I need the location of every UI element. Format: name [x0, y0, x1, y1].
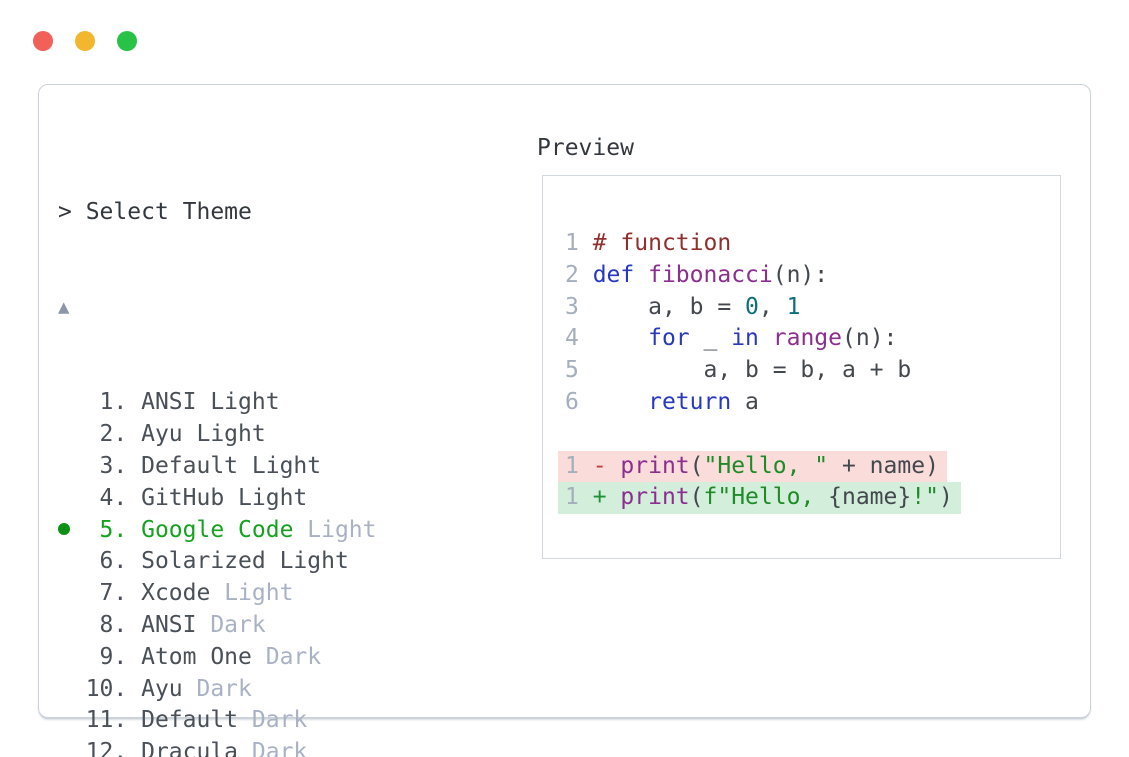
code-line: 4 for _ in range(n): — [565, 325, 898, 352]
code-line: 6 return a — [565, 388, 759, 415]
theme-item-label: ANSI Light — [141, 389, 280, 416]
code-line: 2 def fibonacci(n): — [565, 261, 829, 288]
theme-item-variant-label: Dark — [182, 675, 252, 702]
theme-item-number: 1. — [71, 389, 142, 416]
code-line: 1 # function — [565, 230, 732, 256]
traffic-lights — [33, 31, 137, 51]
theme-list: 1. ANSI Light 2. Ayu Light 3. Default Li… — [58, 387, 875, 757]
theme-item-variant-label: Light — [210, 580, 294, 607]
code-line: 5 a, b = b, a + b — [565, 357, 912, 384]
theme-item-label: GitHub Light — [141, 484, 308, 511]
theme-picker-window: > Select Theme ▲ 1. ANSI Light 2. Ayu Li… — [38, 84, 1091, 757]
code-line — [565, 419, 961, 451]
theme-item-6[interactable]: 6. Solarized Light — [58, 546, 875, 578]
prompt-icon: > — [58, 198, 86, 225]
line-number: 1 — [565, 484, 593, 511]
theme-item-number: 11. — [71, 707, 142, 734]
theme-item-label: Default — [141, 707, 239, 734]
theme-item-label: Atom One — [141, 643, 252, 670]
theme-item-number: 3. — [71, 452, 142, 479]
preview-pane: 1 # function 2 def fibonacci(n): 3 a, b = … — [542, 175, 1061, 559]
theme-item-number: 4. — [71, 484, 142, 511]
code-block: 1 # function 2 def fibonacci(n): 3 a, b = … — [558, 228, 961, 515]
theme-item-11[interactable]: 11. Default Dark — [58, 705, 875, 737]
palette-header: > Select Theme — [58, 197, 875, 229]
theme-item-label: Google Code — [141, 516, 294, 543]
theme-item-number: 10. — [71, 675, 142, 702]
theme-item-label: Dracula — [141, 739, 239, 757]
minimize-button[interactable] — [75, 31, 95, 51]
maximize-button[interactable] — [117, 31, 137, 51]
theme-item-8[interactable]: 8. ANSI Dark — [58, 610, 875, 642]
diff-line-added: 1 + print(f"Hello, {name}!") — [558, 482, 961, 515]
line-number: 5 — [565, 357, 593, 384]
theme-item-label: Xcode — [141, 580, 211, 607]
line-number: 3 — [565, 293, 593, 320]
theme-item-number: 8. — [71, 611, 142, 638]
theme-item-number: 9. — [71, 643, 142, 670]
theme-item-variant-label: Dark — [238, 739, 308, 757]
theme-item-number: 7. — [71, 580, 142, 607]
theme-item-3[interactable]: 3. Default Light — [58, 451, 875, 483]
theme-item-variant-label: Dark — [196, 611, 266, 638]
line-number: 4 — [565, 325, 593, 352]
theme-item-1[interactable]: 1. ANSI Light — [58, 387, 875, 419]
preview-label: Preview — [537, 135, 634, 161]
theme-item-label: Ayu — [141, 675, 183, 702]
theme-item-variant-label: Dark — [238, 707, 308, 734]
theme-item-label: Solarized Light — [141, 548, 349, 575]
theme-list-column: > Select Theme ▲ 1. ANSI Light 2. Ayu Li… — [58, 133, 875, 757]
theme-item-9[interactable]: 9. Atom One Dark — [58, 642, 875, 674]
scroll-up-icon[interactable]: ▲ — [58, 295, 70, 318]
line-number: 2 — [565, 261, 593, 288]
theme-item-variant-label: Light — [293, 516, 377, 543]
theme-item-12[interactable]: 12. Dracula Dark — [58, 737, 875, 757]
theme-item-10[interactable]: 10. Ayu Dark — [58, 674, 875, 706]
theme-item-number: 5. — [71, 516, 142, 543]
diff-line-removed: 1 - print("Hello, " + name) — [558, 450, 961, 483]
theme-item-number: 6. — [71, 548, 142, 575]
theme-item-label: ANSI — [141, 611, 197, 638]
theme-item-variant-label: Dark — [251, 643, 322, 670]
theme-item-5[interactable]: 5. Google Code Light — [58, 515, 875, 547]
theme-item-label: Ayu Light — [141, 421, 266, 448]
theme-item-2[interactable]: 2. Ayu Light — [58, 419, 875, 451]
line-number: 6 — [565, 388, 593, 415]
line-number: 1 — [565, 230, 593, 256]
selected-dot-icon — [58, 515, 72, 547]
palette-title: Select Theme — [85, 198, 252, 225]
code-line: 3 a, b = 0, 1 — [565, 293, 801, 320]
theme-item-label: Default Light — [141, 452, 322, 479]
theme-item-7[interactable]: 7. Xcode Light — [58, 578, 875, 610]
theme-item-number: 2. — [71, 421, 142, 448]
theme-item-number: 12. — [71, 739, 142, 757]
line-number: 1 — [565, 452, 593, 479]
theme-item-4[interactable]: 4. GitHub Light — [58, 483, 875, 515]
close-button[interactable] — [33, 31, 53, 51]
